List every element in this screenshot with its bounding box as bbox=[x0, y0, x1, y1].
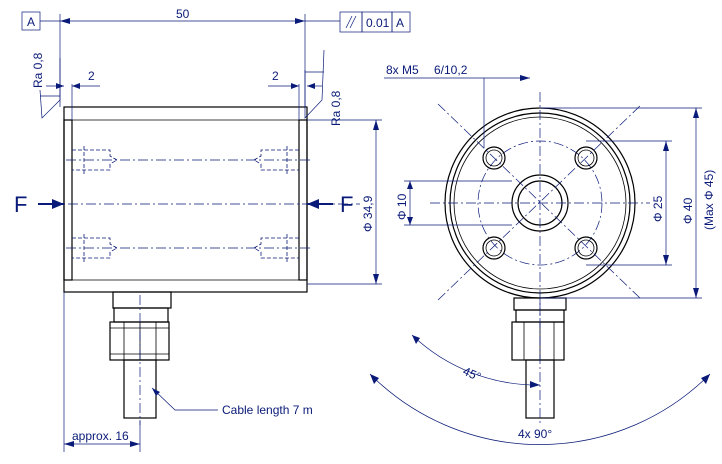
tolerance-value: 0.01 bbox=[366, 16, 390, 30]
hidden-thread-holes bbox=[72, 146, 299, 262]
dim-angle-90: 4x 90° bbox=[518, 427, 552, 441]
force-label-right: F bbox=[340, 192, 353, 217]
dim-diameter-pcd: Φ 25 bbox=[651, 195, 665, 222]
roughness-right: Ra 0,8 bbox=[304, 49, 343, 126]
tolerance-frame: 0.01 A bbox=[305, 11, 411, 33]
datum-label: A bbox=[27, 15, 35, 29]
dim-approx: approx. 16 bbox=[72, 429, 129, 443]
force-arrows bbox=[38, 199, 333, 209]
tolerance-datum: A bbox=[396, 16, 404, 30]
dim-diameter-max: (Max Φ 45) bbox=[702, 170, 716, 230]
cable-gland bbox=[109, 291, 172, 425]
dim-offset-right: 2 bbox=[272, 69, 279, 83]
dim-diameter-bore: Φ 10 bbox=[395, 193, 409, 220]
roughness-left: Ra 0,8 bbox=[31, 52, 61, 119]
dim-holes: 8x M5 bbox=[386, 63, 419, 77]
body-right-face bbox=[298, 119, 308, 281]
front-view: 8x M5 6/10,2 Φ 10 Φ 25 Φ 40 (Max Φ 45) 4… bbox=[369, 63, 716, 445]
body-left-face bbox=[63, 119, 73, 281]
svg-text:Ra 0,8: Ra 0,8 bbox=[31, 52, 45, 88]
dim-diameter-outer: Φ 40 bbox=[681, 197, 695, 224]
force-label-left: F bbox=[14, 192, 27, 217]
dim-angle-45: 45° bbox=[461, 364, 483, 384]
dim-offset-left: 2 bbox=[88, 69, 95, 83]
dim-hole-depth: 6/10,2 bbox=[434, 63, 468, 77]
side-view: F F A 50 0.01 A Ra 0,8 bbox=[14, 7, 411, 452]
dim-diameter-body: Φ 34,9 bbox=[361, 195, 375, 232]
front-cable-gland bbox=[511, 297, 567, 424]
body-outline bbox=[63, 106, 308, 293]
dim-length-top: 50 bbox=[176, 7, 190, 21]
cable-label: Cable length 7 m bbox=[222, 403, 313, 417]
svg-text:Ra 0,8: Ra 0,8 bbox=[329, 90, 343, 126]
mounting-holes bbox=[482, 146, 598, 260]
